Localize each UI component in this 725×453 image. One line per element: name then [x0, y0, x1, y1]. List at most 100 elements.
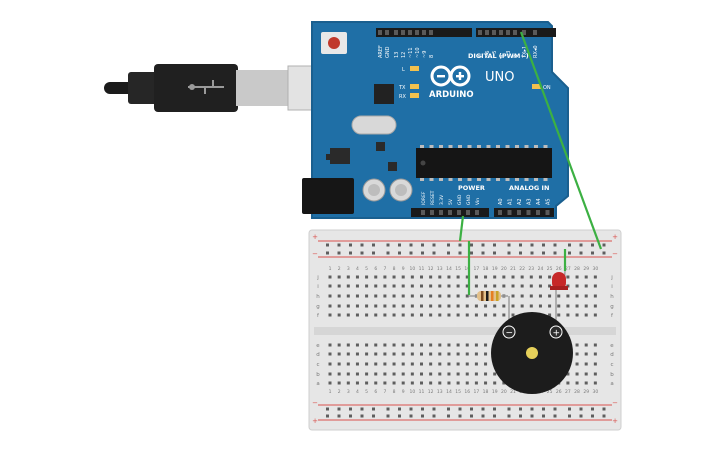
rail-hole: [409, 407, 413, 411]
rail-hole: [553, 243, 557, 247]
rail-hole: [398, 243, 401, 247]
terminal-hole: [438, 275, 442, 279]
rail-hole: [568, 414, 571, 418]
terminal-hole: [456, 275, 460, 279]
terminal-hole: [392, 294, 396, 298]
terminal-hole: [520, 284, 524, 288]
terminal-hole: [593, 372, 597, 376]
buzzer-plus-label: +: [553, 329, 561, 339]
terminal-hole: [484, 275, 488, 279]
terminal-hole: [584, 343, 588, 347]
terminal-hole: [346, 304, 350, 308]
digital-pin-socket: [478, 30, 482, 35]
terminal-hole: [374, 362, 378, 366]
terminal-hole: [392, 343, 396, 347]
chip-leg: [505, 145, 510, 148]
rail-hole: [493, 414, 496, 418]
terminal-hole: [465, 275, 469, 279]
terminal-hole: [575, 362, 579, 366]
rail-hole: [447, 414, 450, 418]
column-number: 21: [510, 266, 516, 272]
terminal-hole: [337, 304, 341, 308]
terminal-hole: [456, 284, 460, 288]
terminal-hole: [484, 362, 488, 366]
terminal-hole: [474, 275, 478, 279]
rail-hole: [337, 243, 341, 247]
chip-leg: [439, 145, 443, 148]
terminal-hole: [575, 294, 579, 298]
row-letter: e: [316, 343, 320, 349]
terminal-hole: [566, 275, 570, 279]
rail-hole: [602, 414, 606, 418]
terminal-hole: [429, 343, 433, 347]
column-number: 8: [393, 389, 396, 395]
analog-pin-socket: [545, 210, 550, 215]
terminal-hole: [401, 284, 405, 288]
rail-hole: [349, 251, 352, 255]
reset-button[interactable]: [321, 32, 347, 54]
terminal-hole: [575, 372, 579, 376]
column-number: 15: [455, 389, 461, 395]
rail-hole: [349, 407, 352, 411]
terminal-hole: [575, 352, 579, 356]
terminal-hole: [538, 304, 542, 308]
power-pin-socket: [466, 210, 470, 215]
row-letter: f: [317, 313, 320, 319]
rail-hole: [519, 407, 522, 411]
column-number: 13: [437, 266, 443, 272]
chip-leg: [458, 178, 462, 181]
terminal-hole: [374, 313, 378, 317]
terminal-hole: [374, 352, 378, 356]
rail-hole: [458, 251, 462, 255]
digital-pin-label: RX◂0: [533, 45, 539, 58]
rail-hole: [458, 407, 462, 411]
terminal-hole: [355, 313, 359, 317]
terminal-hole: [557, 294, 561, 298]
terminal-hole: [365, 275, 369, 279]
row-letter: j: [316, 275, 319, 281]
rail-hole: [542, 251, 545, 255]
led-tx-label: TX: [398, 85, 406, 91]
rail-minus-label: −: [612, 399, 618, 407]
chip-leg: [448, 178, 453, 181]
chip-leg: [496, 145, 500, 148]
column-number: 5: [365, 389, 368, 395]
digital-pin-label: ~6: [485, 51, 491, 58]
column-number: 3: [347, 389, 350, 395]
chip-leg: [543, 145, 548, 148]
terminal-hole: [584, 294, 588, 298]
terminal-hole: [584, 313, 588, 317]
chip-leg: [524, 145, 529, 148]
rail-hole: [432, 407, 436, 411]
row-letter: f: [611, 313, 614, 319]
piezo-buzzer: − +: [491, 296, 573, 394]
terminal-hole: [420, 284, 423, 288]
row-letter: a: [316, 381, 319, 387]
column-number: 12: [428, 389, 434, 395]
terminal-hole: [337, 275, 341, 279]
digital-pin-socket: [522, 30, 526, 35]
terminal-hole: [383, 372, 387, 376]
row-letter: d: [610, 352, 614, 358]
terminal-hole: [438, 362, 442, 366]
terminal-hole: [429, 313, 433, 317]
rail-hole: [602, 407, 606, 411]
column-number: 26: [556, 389, 562, 395]
terminal-hole: [593, 381, 597, 385]
rail-minus-label: −: [312, 399, 318, 407]
row-letter: h: [610, 294, 614, 300]
terminal-hole: [346, 313, 350, 317]
terminal-hole: [420, 294, 423, 298]
red-led: [550, 270, 568, 298]
rail-hole: [507, 414, 511, 418]
rail-hole: [386, 414, 390, 418]
terminal-hole: [401, 372, 405, 376]
row-letter: c: [316, 362, 319, 368]
terminal-hole: [593, 304, 597, 308]
digital-pin-socket: [401, 30, 405, 35]
terminal-hole: [328, 352, 332, 356]
column-number: 10: [409, 266, 415, 272]
digital-pin-label: ~9: [422, 51, 428, 58]
rail-hole: [591, 414, 594, 418]
